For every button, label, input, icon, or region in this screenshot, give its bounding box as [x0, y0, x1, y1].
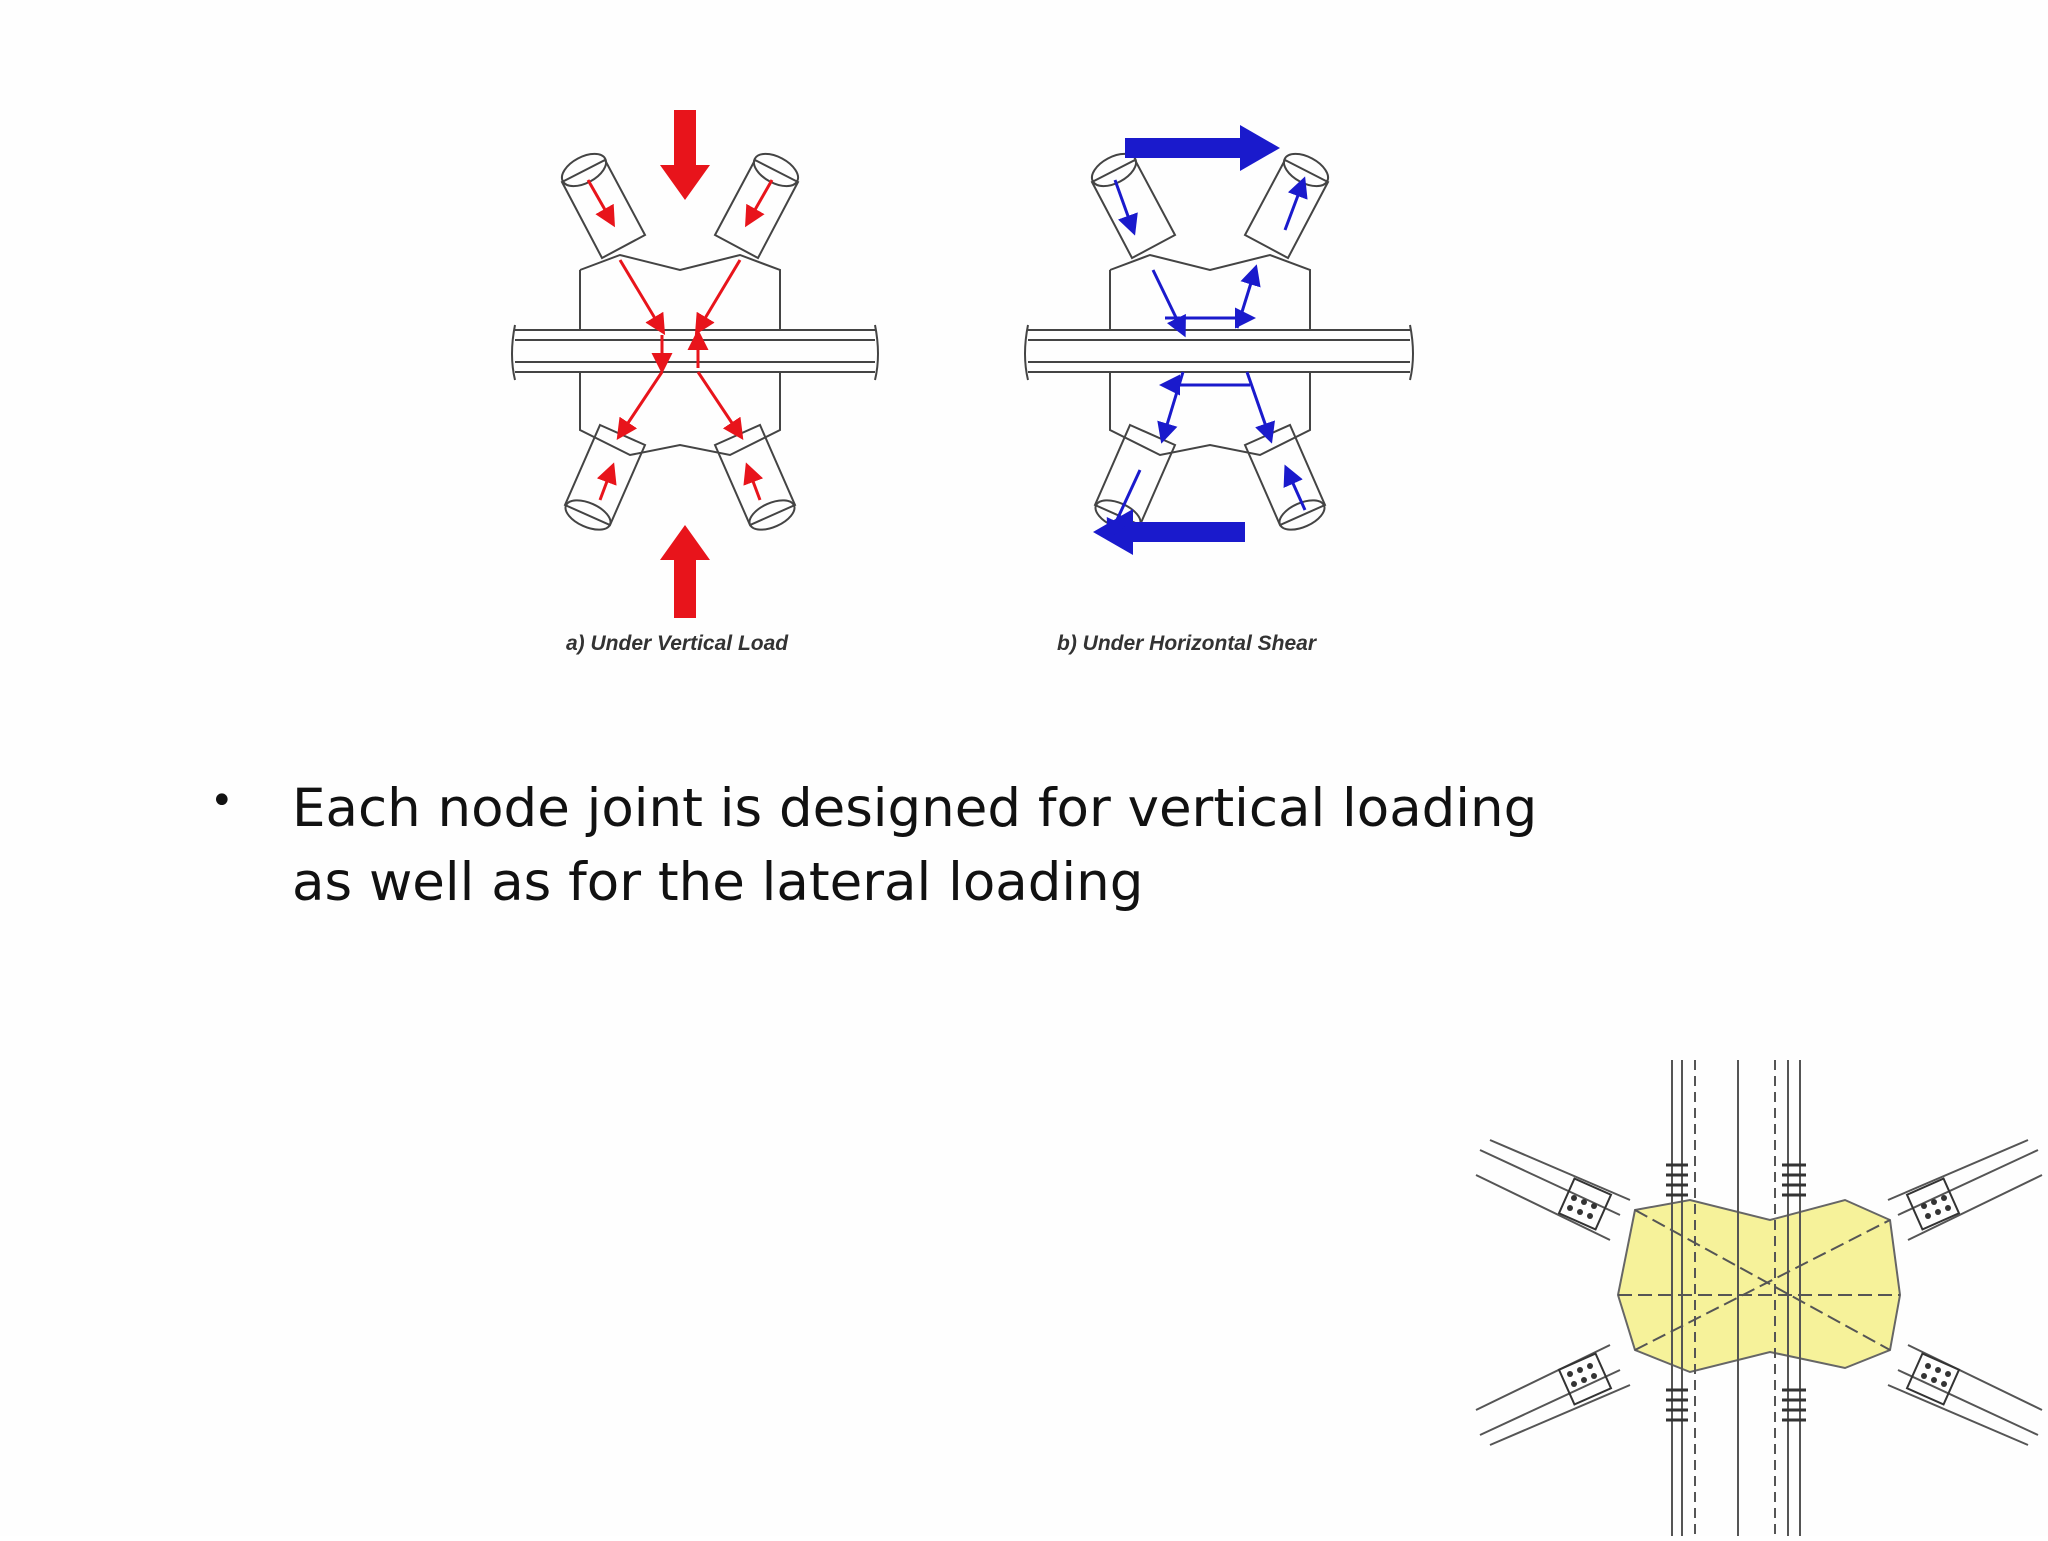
- horizontal-shear-caption: b) Under Horizontal Shear: [1057, 632, 1317, 655]
- horizontal-shear-arrows: [1093, 125, 1280, 555]
- node-joint-svg: [1475, 1060, 2043, 1536]
- vertical-load-caption: a) Under Vertical Load: [566, 632, 789, 655]
- horizontal-shear-diagram: b) Under Horizontal Shear: [1015, 100, 1430, 680]
- bullet-text: Each node joint is designed for vertical…: [292, 772, 1542, 920]
- vertical-load-arrows: [660, 110, 710, 618]
- bullet-marker: •: [210, 778, 234, 824]
- horizontal-shear-drawing: [1024, 125, 1414, 555]
- bullet-line-1: Each node joint is designed for vertical…: [292, 778, 1538, 839]
- vertical-load-diagram: a) Under Vertical Load: [500, 100, 900, 680]
- node-joint-drawing: [1470, 1050, 2048, 1536]
- vertical-load-drawing: [511, 110, 879, 618]
- bullet-line-2: as well as for the lateral loading: [292, 852, 1144, 913]
